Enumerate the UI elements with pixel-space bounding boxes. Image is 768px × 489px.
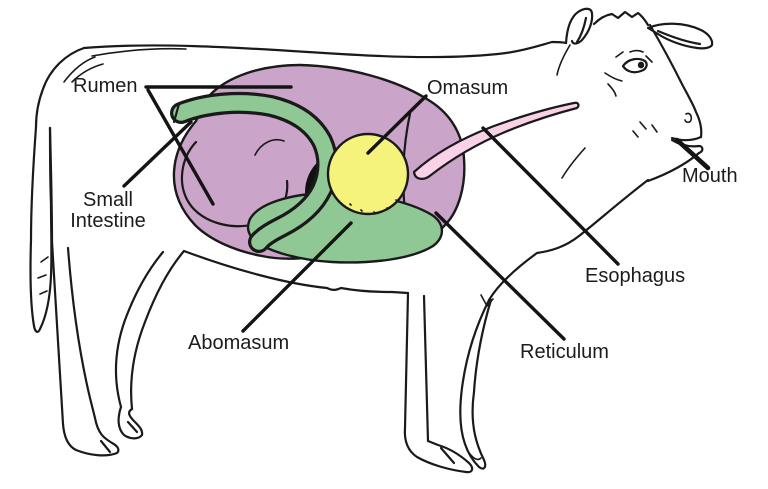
- front-leg-near: [390, 290, 430, 443]
- hind-leg-far: [114, 249, 186, 411]
- nostril: [684, 112, 693, 124]
- esophagus-shape: [412, 101, 580, 180]
- omasum-stipple: [349, 199, 398, 214]
- hind-leg-near: [48, 126, 97, 426]
- face-line: [648, 23, 703, 139]
- label-rumen: Rumen: [73, 75, 138, 97]
- rump-line: [34, 46, 86, 129]
- back-inner-line: [91, 47, 187, 57]
- belly-line: [182, 249, 394, 294]
- brow-marks: [615, 49, 653, 63]
- leader-abomasum-1: [241, 221, 353, 333]
- hind-hoof-far: [117, 405, 144, 440]
- leader-lines: [122, 85, 711, 341]
- crown-poll: [592, 10, 650, 27]
- label-esophagus: Esophagus: [585, 265, 686, 287]
- cow-head: [556, 7, 714, 183]
- cow-body-outline: [29, 40, 650, 474]
- front-leg-far-back-edge: [472, 298, 493, 394]
- leader-mouth-1: [674, 137, 711, 171]
- leader-small_intestine-1: [122, 120, 193, 188]
- leader-esophagus-1: [481, 126, 620, 266]
- omasum-shape: [326, 132, 410, 216]
- rump-inner-line: [63, 56, 104, 83]
- cheek-marks: [604, 72, 623, 97]
- eye: [621, 57, 648, 74]
- eye-pupil: [637, 61, 645, 69]
- small-intestine-tube: [173, 95, 335, 250]
- front-hoof-far-toe: [469, 453, 482, 461]
- leader-reticulum-1: [434, 211, 566, 341]
- near-ear: [564, 7, 594, 45]
- label-omasum: Omasum: [427, 77, 509, 99]
- chest-and-front-leg-far: [459, 178, 650, 470]
- rumen-lobe-line-small: [254, 139, 285, 156]
- front-hoof-near: [403, 426, 474, 474]
- leader-omasum-1: [366, 94, 428, 155]
- label-reticulum: Reticulum: [520, 341, 609, 363]
- leader-rumen-2: [146, 88, 215, 206]
- hind-hoof-near: [61, 416, 120, 457]
- throat-crease: [556, 44, 571, 76]
- label-small-intestine-line1: Small: [82, 189, 133, 211]
- back-line: [82, 40, 568, 59]
- label-small-intestine: Small Intestine: [60, 190, 156, 232]
- label-mouth: Mouth: [682, 165, 738, 187]
- far-ear: [646, 22, 714, 50]
- tail-tuft-marks: [37, 256, 49, 295]
- label-abomasum: Abomasum: [188, 332, 290, 354]
- armpit-notch: [480, 294, 494, 307]
- intestine-end-cap: [172, 102, 181, 124]
- neck-marks: [561, 121, 658, 179]
- stomach-organs: [170, 63, 580, 264]
- label-small-intestine-line2: Intestine: [70, 210, 146, 232]
